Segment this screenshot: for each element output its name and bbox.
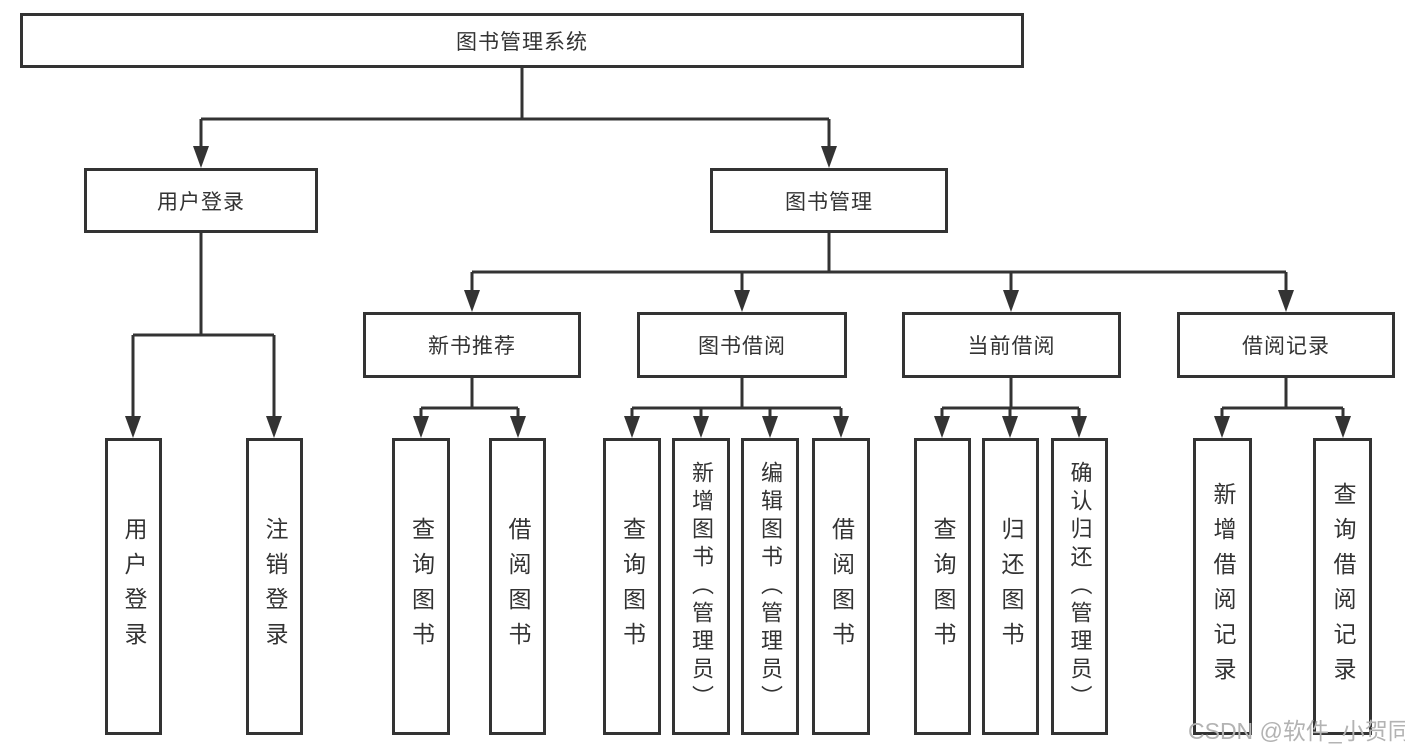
node-label: 查询图书	[619, 516, 646, 657]
leaf-user-login: 用户登录	[105, 438, 162, 735]
node-label: 确认归还（管理员）	[1067, 460, 1093, 713]
leaf-borrow-books-borrowing: 借阅图书	[812, 438, 870, 735]
leaf-query-books-borrowing: 查询图书	[603, 438, 661, 735]
node-root-system: 图书管理系统	[20, 13, 1024, 68]
node-label: 图书管理系统	[456, 30, 588, 54]
node-label: 当前借阅	[967, 335, 1056, 358]
node-label: 新书推荐	[428, 335, 516, 358]
node-label: 新增图书（管理员）	[689, 460, 714, 713]
node-label: 用户登录	[157, 190, 245, 214]
leaf-add-books-admin: 新增图书（管理员）	[672, 438, 730, 735]
node-label: 编辑图书（管理员）	[758, 460, 783, 713]
node-label: 图书借阅	[698, 335, 786, 358]
node-user-login-branch: 用户登录	[84, 168, 318, 233]
leaf-query-books-current: 查询图书	[914, 438, 971, 735]
node-label: 图书管理	[785, 190, 873, 214]
leaf-query-books-recommend: 查询图书	[392, 438, 450, 735]
leaf-logout: 注销登录	[246, 438, 303, 735]
csdn-watermark: CSDN @软件_小贺同学	[1188, 718, 1405, 744]
node-label: 查询图书	[408, 516, 435, 657]
node-label: 查询借阅记录	[1330, 481, 1356, 692]
leaf-return-books: 归还图书	[982, 438, 1039, 735]
leaf-confirm-return-admin: 确认归还（管理员）	[1051, 438, 1108, 735]
node-label: 查询图书	[930, 516, 956, 657]
node-borrow-records: 借阅记录	[1177, 312, 1395, 378]
leaf-edit-books-admin: 编辑图书（管理员）	[741, 438, 799, 735]
node-new-book-recommend: 新书推荐	[363, 312, 581, 378]
node-book-management: 图书管理	[710, 168, 948, 233]
node-label: 借阅图书	[505, 516, 531, 657]
leaf-add-borrow-record: 新增借阅记录	[1193, 438, 1252, 735]
leaf-borrow-books-recommend: 借阅图书	[489, 438, 546, 735]
node-label: 新增借阅记录	[1210, 481, 1236, 692]
node-current-borrowing: 当前借阅	[902, 312, 1121, 378]
node-label: 注销登录	[262, 516, 288, 657]
arrowheads	[125, 146, 1351, 438]
node-label: 用户登录	[121, 516, 147, 657]
leaf-query-borrow-record: 查询借阅记录	[1313, 438, 1372, 735]
node-label: 借阅记录	[1242, 335, 1330, 358]
node-label: 借阅图书	[828, 516, 855, 657]
node-label: 归还图书	[998, 516, 1024, 657]
node-book-borrowing: 图书借阅	[637, 312, 847, 378]
